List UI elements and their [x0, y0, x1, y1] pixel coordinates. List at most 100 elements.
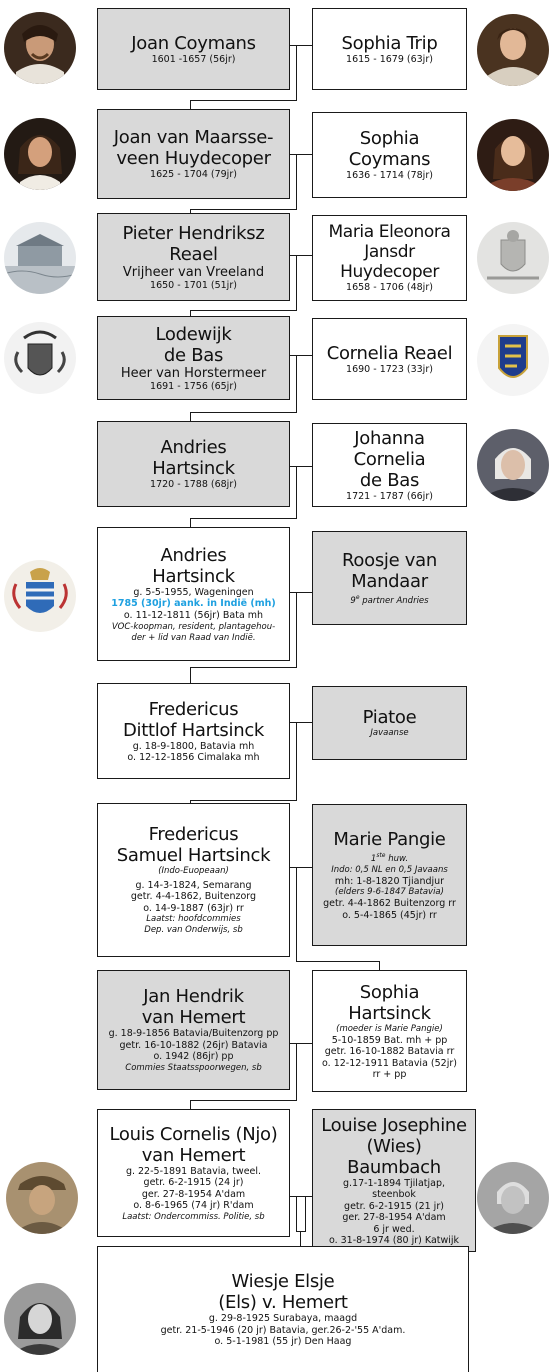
- person-pieter-hendriksz-reael: Pieter Hendriksz Reael Vrijheer van Vree…: [97, 213, 290, 301]
- portrait-joan-van-maarsseveen-image: [4, 118, 76, 190]
- person-died: o. 5-4-1865 (45jr) rr: [342, 909, 437, 921]
- person-name-line2: Hartsinck: [152, 565, 235, 587]
- person-name-line2: van Hemert: [141, 1144, 246, 1166]
- person-title: Vrijheer van Vreeland: [122, 264, 265, 280]
- person-note: Commies Staatsspoorwegen, sb: [125, 1062, 262, 1073]
- person-arrival-highlight: 1785 (30jr) aank. in Indië (mh): [111, 598, 276, 609]
- person-louis-cornelis-van-hemert: Louis Cornelis (Njo) van Hemert g. 22-5-…: [97, 1109, 290, 1237]
- person-louise-josephine-baumbach: Louise Josephine (Wies) Baumbach g.17-1-…: [312, 1109, 476, 1252]
- person-note-line1: Laatst: hoofdcommies: [146, 914, 241, 925]
- person-dates: 1658 - 1706 (48jr): [346, 282, 433, 294]
- person-name-line1: Pieter Hendriksz: [122, 222, 265, 244]
- person-divorced: ger. 27-8-1954 A'dam: [342, 1212, 446, 1223]
- person-piatoe: Piatoe Javaanse: [312, 686, 467, 760]
- person-name-line2: Reael: [169, 243, 218, 265]
- portrait-sophia-coymans-image: [477, 119, 549, 191]
- person-dates: 1615 - 1679 (63jr): [346, 53, 433, 65]
- portrait-hartsinck-coat-of-arms-image: [4, 560, 76, 632]
- person-name: Cornelia Reael: [326, 342, 453, 364]
- person-name-line2: Mandaar: [351, 570, 428, 592]
- person-born-alt: (elders 9-6-1847 Batavia): [335, 887, 444, 898]
- person-name-line2: Dittlof Hartsinck: [122, 719, 265, 741]
- portrait-de-bas-coat-of-arms-image: [4, 322, 76, 394]
- person-andries-hartsinck-sr: Andries Hartsinck 1720 - 1788 (68jr): [97, 421, 290, 507]
- person-died: o. 14-9-1887 (63jr) rr: [143, 902, 244, 914]
- person-marie-pangie: Marie Pangie 1ste huw. Indo: 0,5 NL en 0…: [312, 804, 467, 946]
- person-marriage-order: 1ste huw.: [370, 851, 409, 864]
- person-married: getr. 6-2-1915 (21 jr): [344, 1200, 444, 1212]
- person-name-line2: Samuel Hartsinck: [116, 844, 271, 866]
- person-born: 5-10-1859 Bat. mh + pp: [331, 1034, 448, 1046]
- portrait-wiesje-elsje-image: [4, 1283, 76, 1355]
- person-born: g. 18-9-1856 Batavia/Buitenzorg pp: [108, 1028, 279, 1040]
- person-origin: (Indo-Euopeaan): [158, 865, 229, 876]
- portrait-joan-coymans-image: [4, 12, 76, 84]
- portrait-huydecoper-crest-image: [477, 222, 549, 294]
- person-star-sign: steenbok: [372, 1189, 416, 1200]
- person-note: Javaanse: [370, 728, 409, 738]
- person-dates: 1691 - 1756 (65jr): [150, 380, 237, 392]
- person-name-line1: Jan Hendrik: [143, 986, 244, 1008]
- person-name-line2: (Els) v. Hemert: [218, 1292, 348, 1314]
- person-sophia-hartsinck: Sophia Hartsinck (moeder is Marie Pangie…: [312, 970, 467, 1092]
- person-joan-coymans: Joan Coymans 1601 -1657 (56jr): [97, 8, 290, 90]
- person-died: o. 31-8-1974 (80 jr) Katwijk: [328, 1235, 460, 1246]
- person-died: o. 12-12-1856 Cimalaka mh: [127, 752, 260, 763]
- person-dates: 1721 - 1787 (66jr): [346, 490, 433, 502]
- person-andries-hartsinck-jr: Andries Hartsinck g. 5-5-1955, Wageninge…: [97, 527, 290, 661]
- person-died: o. 8-6-1965 (74 jr) R'dam: [133, 1200, 254, 1211]
- person-ancestry: Indo: 0,5 NL en 0,5 Javaans: [331, 864, 448, 875]
- portrait-reael-coat-of-arms-image: [477, 324, 549, 396]
- person-roosje-van-mandaar: Roosje van Mandaar 9e partner Andries: [312, 531, 467, 625]
- person-died: o. 11-12-1811 (56jr) Bata mh: [123, 610, 264, 621]
- person-born: g. 22-5-1891 Batavia, tweel.: [125, 1165, 262, 1177]
- person-married: getr. 16-10-1882 (26jr) Batavia: [119, 1039, 268, 1051]
- person-dates: 1650 - 1701 (51jr): [150, 279, 237, 291]
- person-died: o. 5-1-1981 (55 jr) Den Haag: [214, 1336, 352, 1348]
- person-born: mh: 1-8-1820 Tjiandjur: [334, 875, 445, 887]
- person-died: o. 12-12-1911 Batavia (52jr): [322, 1057, 457, 1069]
- person-note: 9e partner Andries: [350, 593, 429, 606]
- person-dates: 1625 - 1704 (79jr): [150, 169, 237, 181]
- person-name-line1: Fredericus: [148, 823, 239, 845]
- person-name-line2: de Bas: [163, 344, 224, 366]
- person-title: Heer van Horstermeer: [120, 365, 267, 381]
- person-married: getr. 21-5-1946 (20 jr) Batavia, ger.26-…: [160, 1324, 406, 1336]
- person-died: o. 1942 (86jr) pp: [153, 1051, 234, 1063]
- person-mother-note: (moeder is Marie Pangie): [336, 1023, 443, 1034]
- person-name-line2: de Bas: [359, 469, 420, 491]
- person-lodewijk-de-bas: Lodewijk de Bas Heer van Horstermeer 169…: [97, 316, 290, 400]
- person-name-line1: Joan van Maarsse-: [113, 127, 274, 149]
- person-born: g. 5-5-1955, Wageningen: [133, 586, 254, 598]
- person-name: Sophia Trip: [341, 32, 438, 54]
- portrait-vreeland-estate-image: [4, 222, 76, 294]
- person-name-line2: Hartsinck: [152, 458, 235, 480]
- person-married: getr. 4-4-1862, Buitenzorg: [130, 891, 257, 903]
- person-sophia-trip: Sophia Trip 1615 - 1679 (63jr): [312, 8, 467, 90]
- person-note-line2: der + lid van Raad van Indië.: [131, 632, 256, 643]
- person-name-line1: Louise Josephine: [321, 1114, 467, 1136]
- person-dates: 1690 - 1723 (33jr): [346, 363, 433, 375]
- person-born: g. 18-9-1800, Batavia mh: [132, 740, 255, 752]
- portrait-louise-josephine-image: [477, 1162, 549, 1234]
- person-name-line1: Andries: [160, 437, 227, 459]
- person-dates: 1636 - 1714 (78jr): [346, 170, 433, 182]
- person-johanna-cornelia-de-bas: Johanna Cornelia de Bas 1721 - 1787 (66j…: [312, 423, 467, 507]
- person-note: Laatst: Ondercommiss. Politie, sb: [122, 1211, 265, 1222]
- person-name-line1: Fredericus: [148, 698, 239, 720]
- portrait-sophia-trip-image: [477, 14, 549, 86]
- person-extra: rr + pp: [372, 1069, 407, 1080]
- person-note-line1: VOC-koopman, resident, plantagehou-: [111, 621, 276, 632]
- person-born: g. 14-3-1824, Semarang: [135, 879, 252, 891]
- person-name-line1: Maria Eleonora: [328, 222, 451, 243]
- person-name-line1: Sophia: [359, 981, 420, 1003]
- person-cornelia-reael: Cornelia Reael 1690 - 1723 (33jr): [312, 318, 467, 400]
- person-name-line2: Hartsinck: [348, 1002, 431, 1024]
- person-name-line2: veen Huydecoper: [116, 148, 271, 170]
- person-name-line1: Louis Cornelis (Njo): [109, 1123, 278, 1145]
- person-name-line2: (Wies) Baumbach: [347, 1135, 441, 1178]
- person-fredericus-samuel-hartsinck: Fredericus Samuel Hartsinck (Indo-Euopea…: [97, 803, 290, 957]
- person-dates: 1720 - 1788 (68jr): [150, 479, 237, 491]
- person-name-line2: Jansdr Huydecoper: [340, 242, 439, 283]
- person-married: getr. 6-2-1915 (24 jr): [143, 1177, 244, 1188]
